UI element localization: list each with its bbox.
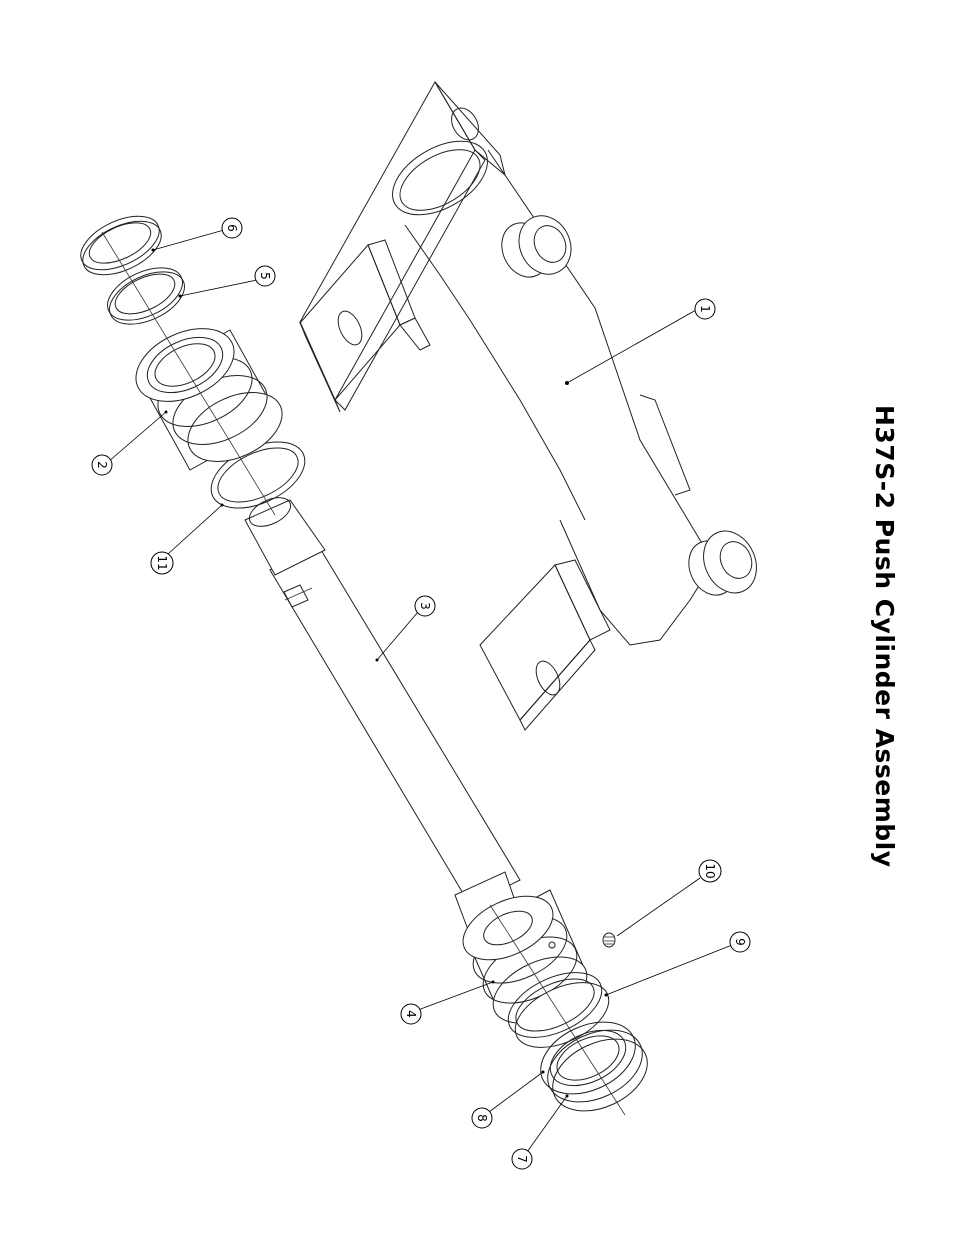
callout-7-label: 7 xyxy=(515,1155,529,1163)
callout-1: 1 xyxy=(695,299,715,319)
callout-5: 5 xyxy=(255,266,275,286)
callout-2-label: 2 xyxy=(95,461,109,469)
callout-6: 6 xyxy=(222,218,242,238)
callout-3-label: 3 xyxy=(418,602,432,610)
callout-11-label: 11 xyxy=(155,555,169,570)
part-2-gland xyxy=(124,314,293,475)
callout-10: 10 xyxy=(699,860,721,882)
callout-9: 9 xyxy=(730,932,750,952)
callout-8: 8 xyxy=(472,1108,492,1128)
callout-9-label: 9 xyxy=(733,938,747,946)
callout-11: 11 xyxy=(151,552,173,574)
callout-8-label: 8 xyxy=(475,1114,489,1122)
callout-7: 7 xyxy=(512,1149,532,1169)
callout-6-label: 6 xyxy=(225,224,239,232)
part-10-setscrew xyxy=(603,933,615,947)
callout-3: 3 xyxy=(415,596,435,616)
part-1-boss-lower xyxy=(680,522,766,602)
callout-2: 2 xyxy=(92,455,112,475)
callout-4-label: 4 xyxy=(404,1010,418,1018)
callout-5-label: 5 xyxy=(258,272,272,280)
callout-4: 4 xyxy=(401,1004,421,1024)
callout-1-label: 1 xyxy=(698,305,712,313)
part-3-rod xyxy=(245,492,526,948)
part-1-boss-upper xyxy=(493,207,580,284)
callout-10-label: 10 xyxy=(703,863,717,878)
